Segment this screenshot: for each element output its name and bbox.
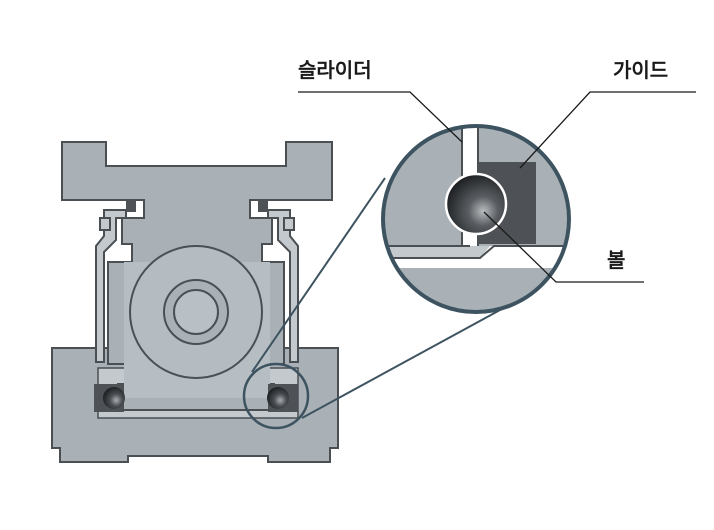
- tangent-line-top: [251, 177, 386, 373]
- center-bore: [129, 245, 263, 379]
- label-slider: 슬라이더: [298, 58, 372, 82]
- label-ball: 볼: [607, 248, 626, 272]
- magnified-view: [383, 126, 569, 312]
- label-guide: 가이드: [613, 58, 669, 82]
- right-guide-block: [267, 384, 298, 412]
- left-ball: [103, 387, 125, 409]
- right-ball: [267, 387, 289, 409]
- right-tab: [258, 200, 268, 212]
- magnifier-small-circle: [242, 362, 310, 430]
- leader-guide: [519, 91, 696, 169]
- magnifier-ring: [381, 124, 571, 314]
- left-clip: [95, 209, 127, 363]
- right-clip: [267, 209, 299, 363]
- tangent-line-bottom: [301, 297, 523, 419]
- leader-slider: [298, 91, 463, 143]
- left-tab: [126, 200, 136, 212]
- leader-ball: [483, 211, 644, 283]
- left-guide-block: [94, 384, 125, 412]
